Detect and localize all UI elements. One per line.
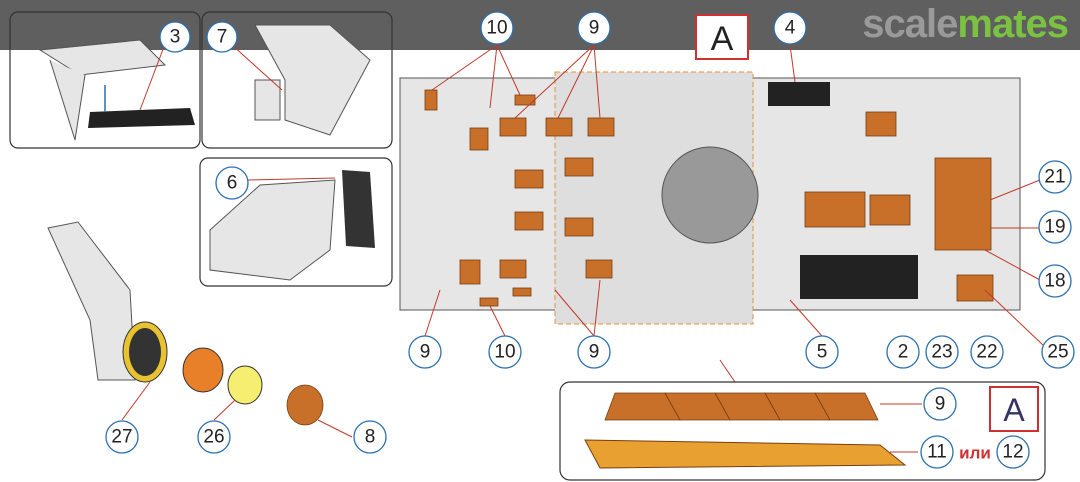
section-label-A: A	[711, 20, 734, 58]
callout-3: 3	[159, 21, 191, 53]
inset-section-box-A	[989, 386, 1039, 432]
svg-text:5: 5	[817, 342, 828, 363]
svg-text:26: 26	[203, 427, 224, 448]
area-A	[554, 71, 754, 325]
callout-9: 9	[577, 11, 611, 45]
callout-6: 6	[215, 166, 249, 200]
hatch	[661, 146, 759, 244]
svg-text:9: 9	[589, 342, 600, 363]
callout-19: 19	[1038, 210, 1072, 244]
inset-section-label: A	[1003, 392, 1025, 428]
svg-text:19: 19	[1044, 217, 1065, 238]
part-hood-side	[49, 59, 86, 141]
callout-21: 21	[1038, 160, 1072, 194]
svg-text:21: 21	[1044, 167, 1065, 188]
svg-text:9: 9	[589, 18, 600, 39]
inset-panel-7	[201, 11, 393, 149]
svg-text:23: 23	[931, 342, 952, 363]
callout-7: 7	[206, 21, 238, 53]
svg-text:2: 2	[898, 342, 909, 363]
mesh-6	[342, 170, 375, 248]
svg-text:3: 3	[170, 27, 181, 48]
svg-text:4: 4	[785, 18, 796, 39]
svg-text:25: 25	[1047, 342, 1068, 363]
svg-text:10: 10	[486, 18, 507, 39]
callout-22: 22	[970, 335, 1004, 369]
leader-lines	[121, 43, 1044, 453]
svg-text:9: 9	[420, 342, 431, 363]
callout-9-bottom: 9	[577, 335, 611, 369]
callout-10-bottom: 10	[488, 335, 522, 369]
part-vent-side	[254, 79, 281, 121]
part-box-6	[209, 179, 336, 281]
svg-text:27: 27	[111, 427, 132, 448]
inset-frame-11-12	[584, 439, 907, 469]
inset-panel-A	[559, 381, 1046, 481]
grille-4	[768, 82, 830, 106]
callout-10: 10	[480, 11, 514, 45]
callout-25: 25	[1041, 335, 1075, 369]
scalemates-logo: scalemates	[862, 2, 1069, 47]
svg-text:12: 12	[1002, 442, 1023, 463]
or-label: или	[959, 444, 991, 463]
inset-grilles-9	[604, 392, 879, 421]
callout-27: 27	[105, 420, 139, 454]
callout-4: 4	[773, 11, 807, 45]
svg-text:7: 7	[217, 27, 228, 48]
logo-part2: mates	[957, 2, 1069, 46]
callout-26: 26	[197, 420, 231, 454]
svg-text:8: 8	[365, 427, 376, 448]
part-26	[227, 365, 263, 405]
part-vent	[254, 24, 371, 136]
callout-12: 12	[996, 435, 1030, 469]
engine-grille-5	[800, 255, 918, 299]
logo-part1: scale	[862, 2, 958, 46]
grille-8	[286, 384, 324, 426]
callout-18: 18	[1038, 264, 1072, 298]
svg-text:6: 6	[227, 173, 238, 194]
svg-text:10: 10	[494, 342, 515, 363]
callout-9-bottom-left: 9	[408, 335, 442, 369]
inset-panel-3	[9, 11, 201, 149]
part-hood	[38, 39, 167, 76]
grilles-9-10	[424, 89, 615, 307]
callout-2: 2	[886, 335, 920, 369]
part-tower	[47, 221, 136, 381]
inset-panel-6	[199, 157, 393, 287]
part-26a	[182, 347, 224, 393]
callout-23: 23	[925, 335, 959, 369]
callout-11: 11	[920, 435, 954, 469]
svg-text:22: 22	[976, 342, 997, 363]
grille-3	[88, 108, 195, 128]
section-box-A	[695, 14, 749, 60]
callout-9-inset: 9	[923, 387, 957, 421]
svg-text:11: 11	[927, 442, 947, 463]
grilles-right	[804, 111, 994, 302]
svg-text:9: 9	[935, 394, 946, 415]
grille-27-mesh	[129, 328, 161, 376]
callout-5: 5	[805, 335, 839, 369]
callout-8: 8	[353, 420, 387, 454]
svg-text:18: 18	[1044, 271, 1065, 292]
